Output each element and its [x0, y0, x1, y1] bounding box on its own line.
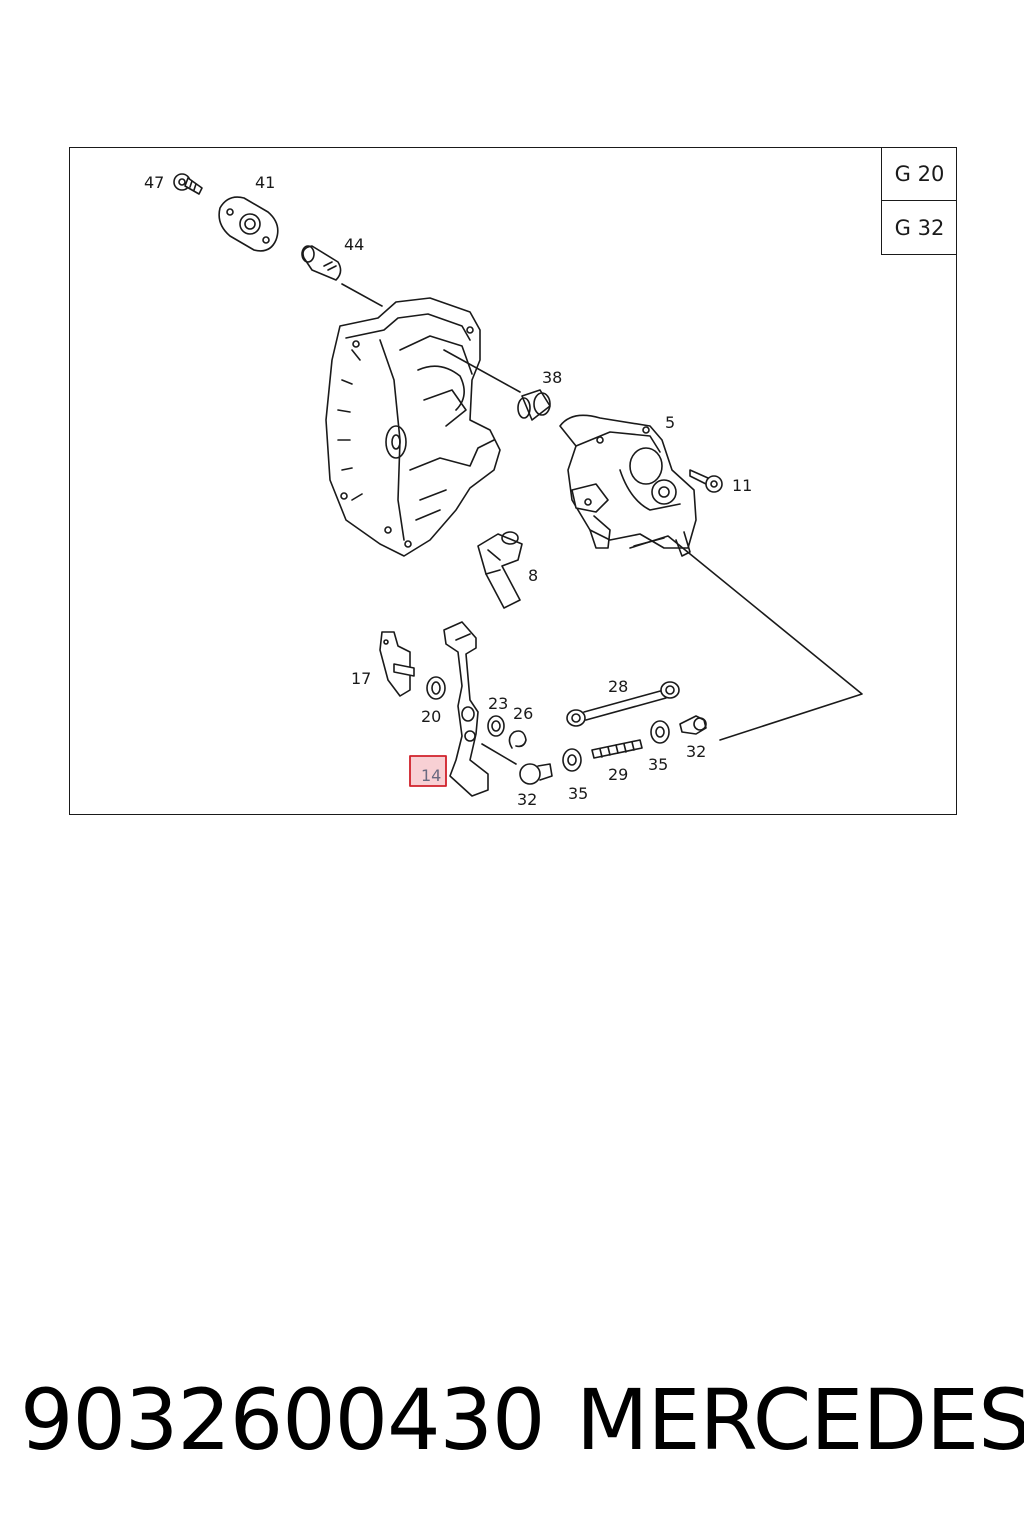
callout-44[interactable]: 44	[344, 235, 364, 254]
group-reference-box: G 20 G 32	[881, 147, 957, 255]
part-14-shift-lever[interactable]	[443, 621, 517, 797]
leader-lines	[629, 535, 863, 741]
callout-41[interactable]: 41	[255, 173, 275, 192]
transmission-housing[interactable]	[325, 297, 521, 557]
part-11-bolt[interactable]	[689, 469, 723, 493]
part-32-ball-joint-right[interactable]	[679, 715, 707, 735]
part-number: 9032600430	[20, 1371, 545, 1469]
callout-17[interactable]: 17	[351, 669, 371, 688]
callout-highlight-box	[409, 755, 447, 787]
callout-32-right[interactable]: 32	[686, 742, 706, 761]
callout-32-left[interactable]: 32	[517, 790, 537, 809]
brand-name: MERCEDES	[576, 1371, 1024, 1469]
part-35-nut-right[interactable]	[650, 720, 670, 744]
part-28-rod[interactable]	[566, 681, 680, 727]
diagram-frame	[69, 147, 957, 815]
part-41-flange[interactable]	[218, 196, 279, 252]
callout-8[interactable]: 8	[528, 566, 538, 585]
part-8-switch[interactable]	[477, 531, 523, 609]
part-47-bolt[interactable]	[173, 173, 203, 195]
callout-35-left[interactable]: 35	[568, 784, 588, 803]
callout-23[interactable]: 23	[488, 694, 508, 713]
part-29-threaded-stud[interactable]	[591, 739, 643, 759]
callout-11[interactable]: 11	[732, 476, 752, 495]
callout-28[interactable]: 28	[608, 677, 628, 696]
callout-14[interactable]: 14	[421, 766, 441, 785]
callout-20[interactable]: 20	[421, 707, 441, 726]
callout-29[interactable]: 29	[608, 765, 628, 784]
part-32-ball-joint-left[interactable]	[519, 763, 553, 785]
callout-5[interactable]: 5	[665, 413, 675, 432]
part-5-shift-module[interactable]	[559, 414, 697, 557]
callout-38[interactable]: 38	[542, 368, 562, 387]
group-label-g32: G 32	[882, 200, 957, 254]
callout-26[interactable]: 26	[513, 704, 533, 723]
part-38-bush[interactable]	[517, 389, 551, 421]
part-44-sensor[interactable]	[301, 245, 383, 307]
callout-35-right[interactable]: 35	[648, 755, 668, 774]
callout-47[interactable]: 47	[144, 173, 164, 192]
part-20-washer[interactable]	[426, 676, 446, 700]
footer-caption: 9032600430 MERCEDES	[0, 1370, 1024, 1470]
part-26-circlip[interactable]	[508, 730, 527, 749]
group-label-g20: G 20	[894, 161, 945, 186]
part-35-nut-left[interactable]	[562, 748, 582, 772]
part-23-washer[interactable]	[487, 715, 505, 737]
part-17-bracket[interactable]	[379, 631, 415, 697]
